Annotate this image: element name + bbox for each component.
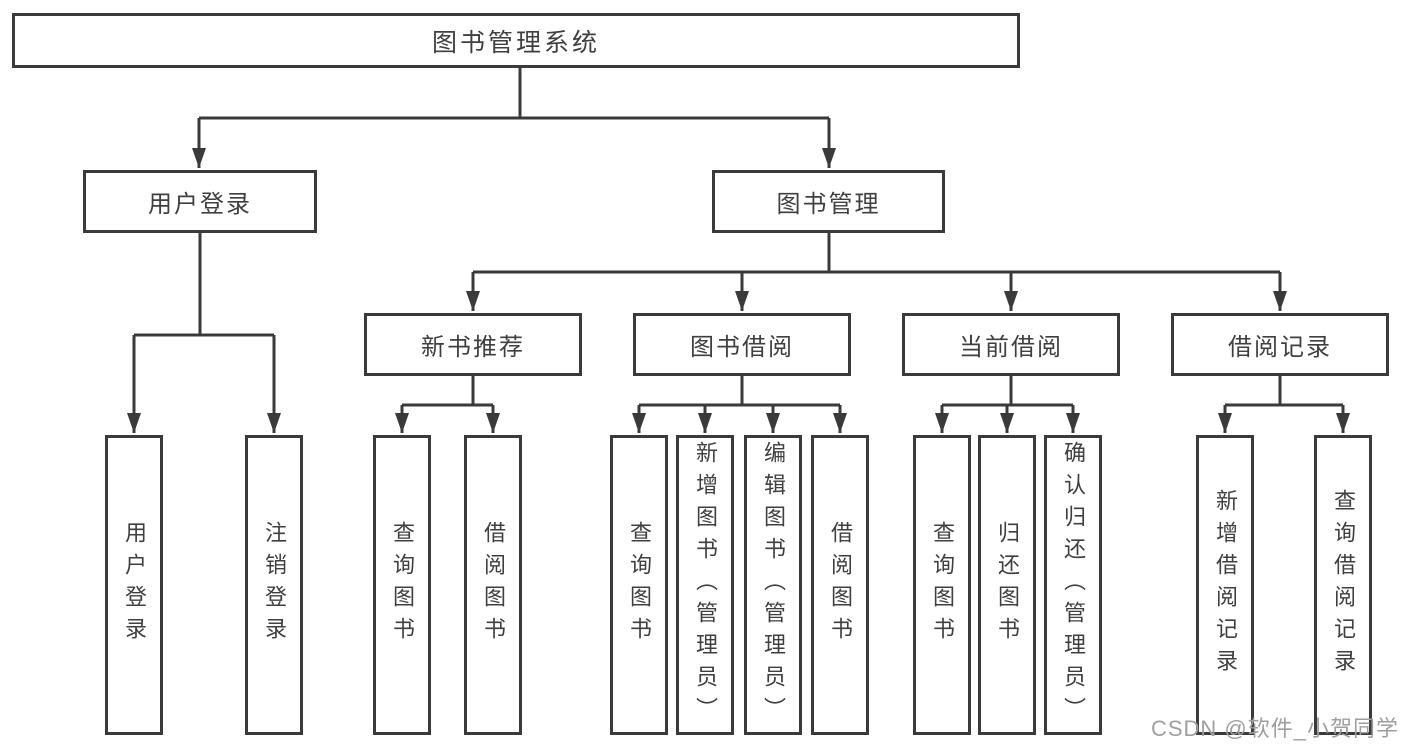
node-new-book-recommend: 新书推荐 — [364, 313, 582, 376]
node-borrow-records-label: 借阅记录 — [1228, 334, 1332, 361]
leaf-current-return-book-label: 归还图书 — [995, 521, 1020, 649]
leaf-borrow-add-book-admin-label: 新增图书（管理员） — [693, 441, 718, 729]
leaf-borrow-borrow-book-label: 借阅图书 — [828, 521, 853, 649]
leaf-borrow-add-book-admin: 新增图书（管理员） — [676, 435, 734, 735]
node-book-borrow: 图书借阅 — [633, 313, 851, 376]
leaf-recommend-query-book-label: 查询图书 — [390, 521, 415, 649]
node-user-login-label: 用户登录 — [148, 191, 252, 218]
leaf-current-confirm-return-admin-label: 确认归还（管理员） — [1061, 441, 1086, 729]
leaf-recommend-borrow-book: 借阅图书 — [464, 435, 522, 735]
leaf-current-query-book-label: 查询图书 — [930, 521, 955, 649]
leaf-borrow-query-book-label: 查询图书 — [627, 521, 652, 649]
node-root-label: 图书管理系统 — [431, 28, 600, 57]
node-book-management: 图书管理 — [712, 170, 945, 233]
node-user-login: 用户登录 — [83, 170, 317, 233]
leaf-borrow-borrow-book: 借阅图书 — [811, 435, 869, 735]
leaf-logout-label: 注销登录 — [262, 521, 287, 649]
leaf-records-add-record-label: 新增借阅记录 — [1213, 489, 1238, 681]
leaf-current-query-book: 查询图书 — [913, 435, 971, 735]
leaf-recommend-query-book: 查询图书 — [373, 435, 431, 735]
node-book-borrow-label: 图书借阅 — [690, 334, 794, 361]
leaf-records-query-record: 查询借阅记录 — [1314, 435, 1372, 735]
leaf-current-return-book: 归还图书 — [978, 435, 1036, 735]
leaf-user-login: 用户登录 — [105, 435, 163, 735]
leaf-borrow-edit-book-admin-label: 编辑图书（管理员） — [761, 441, 786, 729]
node-borrow-records: 借阅记录 — [1171, 313, 1389, 376]
leaf-logout: 注销登录 — [245, 435, 303, 735]
leaf-borrow-edit-book-admin: 编辑图书（管理员） — [744, 435, 802, 735]
node-new-book-recommend-label: 新书推荐 — [421, 334, 525, 361]
leaf-recommend-borrow-book-label: 借阅图书 — [481, 521, 506, 649]
leaf-current-confirm-return-admin: 确认归还（管理员） — [1044, 435, 1102, 735]
node-current-borrow: 当前借阅 — [902, 313, 1120, 376]
csdn-watermark: CSDN @软件_小贺同学 — [1150, 716, 1399, 741]
leaf-records-add-record: 新增借阅记录 — [1196, 435, 1254, 735]
node-current-borrow-label: 当前借阅 — [959, 334, 1063, 361]
leaf-borrow-query-book: 查询图书 — [610, 435, 668, 735]
node-root: 图书管理系统 — [12, 13, 1020, 68]
leaf-records-query-record-label: 查询借阅记录 — [1331, 489, 1356, 681]
node-book-management-label: 图书管理 — [776, 191, 881, 218]
leaf-user-login-label: 用户登录 — [122, 521, 147, 649]
